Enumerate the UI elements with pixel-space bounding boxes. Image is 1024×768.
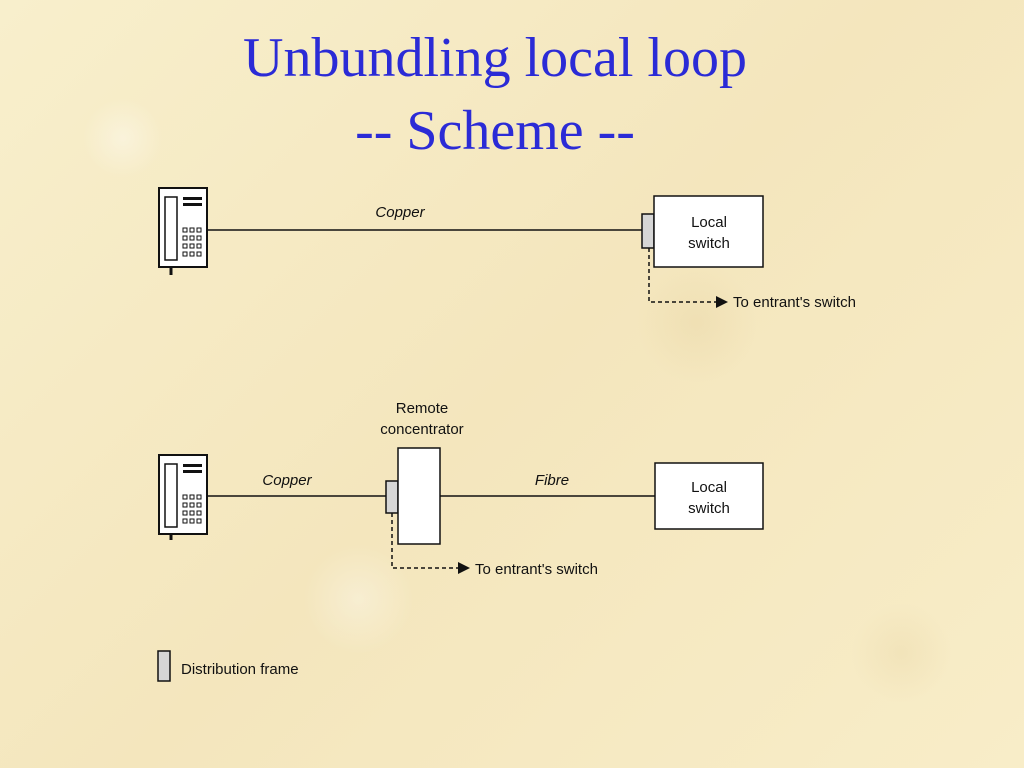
remote-concentrator-label-line1: Remote (396, 400, 449, 417)
local-switch-label-line2: switch (688, 235, 730, 252)
copper-label: Copper (262, 472, 312, 489)
arrow-right-icon (458, 562, 470, 574)
local-switch-box (654, 462, 764, 530)
telephone-icon (158, 187, 208, 275)
local-switch-label-line1: Local (691, 479, 727, 496)
remote-concentrator-label-line2: concentrator (380, 421, 463, 438)
page-title: Unbundling local loop (243, 27, 747, 89)
local-switch-label-line2: switch (688, 500, 730, 517)
arrow-right-icon (716, 296, 728, 308)
entrant-branch-line (648, 248, 716, 303)
page-subtitle: -- Scheme -- (355, 100, 635, 162)
copper-label: Copper (375, 204, 425, 221)
distribution-frame (385, 480, 399, 514)
distribution-frame-swatch (157, 650, 171, 682)
distribution-frame (641, 213, 655, 249)
bottom-diagram: Copper Remote concentrator Fibre Local s… (158, 400, 764, 578)
local-switch-box (653, 195, 764, 268)
entrant-switch-label: To entrant's switch (733, 294, 856, 311)
legend: Distribution frame (157, 650, 299, 682)
local-switch-label-line1: Local (691, 214, 727, 231)
top-diagram: Copper Local switch To entrant's switch (158, 187, 856, 311)
fibre-label: Fibre (535, 472, 569, 489)
telephone-icon (158, 454, 208, 540)
legend-label: Distribution frame (181, 661, 299, 678)
entrant-branch-line (391, 513, 458, 569)
entrant-switch-label: To entrant's switch (475, 561, 598, 578)
remote-concentrator-box (397, 447, 441, 545)
